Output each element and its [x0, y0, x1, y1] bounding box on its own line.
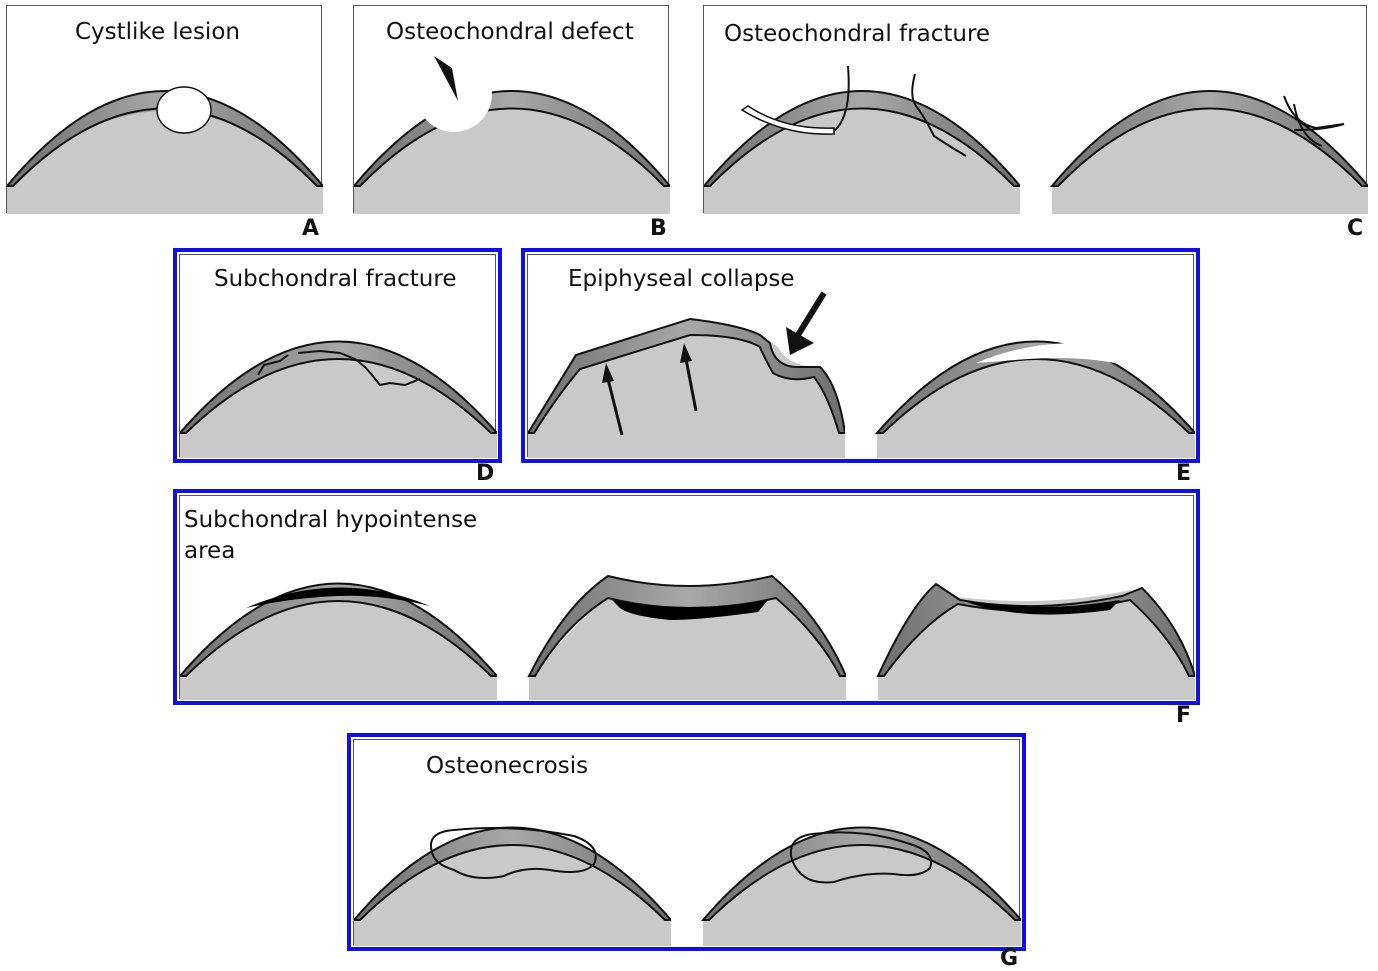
subchondral-fracture-drawing: [180, 255, 497, 458]
panel-subchondral-hypointense-area: Subchondral hypointense area: [179, 495, 1194, 699]
panel-epiphyseal-collapse: Epiphyseal collapse: [527, 254, 1194, 457]
panel-osteochondral-defect: Osteochondral defect: [353, 5, 669, 213]
label-g: G: [1000, 946, 1018, 971]
osteonecrosis-drawing: [354, 740, 1021, 946]
label-d: D: [476, 461, 494, 486]
label-a: A: [302, 216, 319, 241]
subchondral-hypointense-drawing: [180, 496, 1195, 700]
cystlike-lesion-drawing: [7, 6, 323, 214]
epiphyseal-collapse-drawing: [528, 255, 1195, 458]
label-b: B: [650, 216, 667, 241]
panel-osteonecrosis: Osteonecrosis: [353, 739, 1020, 945]
panel-cystlike-lesion: Cystlike lesion: [6, 5, 322, 213]
panel-subchondral-fracture: Subchondral fracture: [179, 254, 496, 457]
panel-osteochondral-fracture: Osteochondral fracture: [703, 5, 1367, 213]
label-f: F: [1176, 703, 1191, 728]
osteochondral-fracture-drawing: [704, 6, 1368, 214]
label-c: C: [1347, 216, 1363, 241]
label-e: E: [1176, 461, 1191, 486]
osteochondral-defect-drawing: [354, 6, 670, 214]
